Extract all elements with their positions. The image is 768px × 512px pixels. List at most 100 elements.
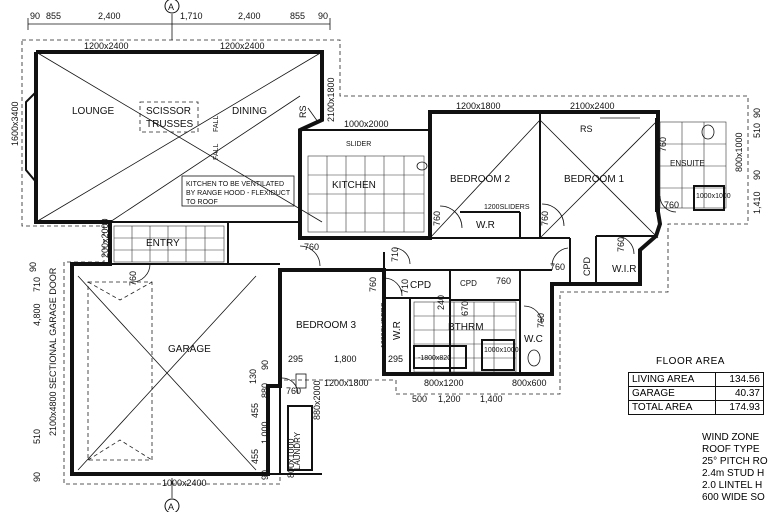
dim-295b: 295 — [388, 354, 403, 364]
dim-1800: 1,800 — [334, 354, 357, 364]
area-value: 134.56 — [715, 372, 764, 387]
bathroom-shower — [481, 339, 515, 371]
area-label: LIVING AREA — [627, 372, 717, 387]
shower-size: 1000x1000 — [484, 347, 519, 354]
room-garage: GARAGE — [168, 344, 211, 355]
floor-area-title: FLOOR AREA — [656, 356, 725, 367]
door-dim-garage: 760 — [128, 271, 138, 286]
spec-notes: WIND ZONE ROOF TYPE 25° PITCH RO 2.4m ST… — [702, 432, 768, 504]
ensuite-toilet — [701, 124, 715, 140]
rs-arrow — [307, 107, 319, 123]
window-bedroom-2: 1200x1800 — [456, 101, 501, 111]
door-dim-laundry: 760 — [286, 386, 301, 396]
dim-90-left: 90 — [28, 262, 38, 272]
table-row: GARAGE 40.37 — [627, 386, 764, 401]
door-dim-bthrm: 670 — [460, 301, 470, 316]
window-bthrm: 800x1200 — [424, 378, 464, 388]
dim-710: 710 — [32, 277, 42, 292]
room-wir: W.I.R — [612, 264, 636, 275]
room-cpd-2: CPD — [460, 279, 477, 288]
ceiling-diagonals — [35, 51, 659, 471]
fall-note-2: FALL — [213, 144, 220, 160]
door-dim-cpd: 760 — [550, 262, 565, 272]
laundry-door: 880x2000 — [312, 380, 322, 420]
dim-1400: 1,400 — [480, 394, 503, 404]
dim-880: 880 — [260, 383, 270, 398]
ensuite-shower-size: 1000x1000 — [696, 193, 731, 200]
room-dining: DINING — [232, 106, 267, 117]
dim-510-right: 510 — [752, 123, 762, 138]
spec-note: 2.4m STUD H — [702, 468, 765, 479]
area-label: TOTAL AREA — [627, 400, 717, 415]
dim-455: 455 — [250, 403, 260, 418]
dim-90-right: 90 — [752, 108, 762, 118]
garage-door-hatch — [87, 439, 153, 461]
spec-note: ROOF TYPE — [702, 444, 760, 455]
door-dim-bed3: 760 — [368, 277, 378, 292]
laundry-block — [287, 405, 313, 471]
table-row: TOTAL AREA 174.93 — [627, 400, 764, 415]
section-marker-label-bottom: A — [168, 502, 174, 512]
floor-area-table: LIVING AREA 134.56 GARAGE 40.37 TOTAL AR… — [627, 372, 764, 415]
room-laundry: LAUNDRY — [293, 431, 302, 470]
scissor-trusses-box — [139, 101, 199, 133]
slider-note: SLIDER — [346, 141, 371, 148]
spec-note: 25° PITCH RO — [702, 456, 768, 467]
door-dim-cpd-b: 710 — [400, 279, 410, 294]
dim-1000: 1,000 — [260, 421, 270, 444]
rs-note: RS — [298, 105, 308, 118]
dim-510: 510 — [32, 429, 42, 444]
window-bedroom-1: 2100x2400 — [570, 101, 615, 111]
kitchen-sink — [416, 161, 428, 171]
dim-top-2: 2,400 — [98, 11, 121, 21]
door-dim-ensuite-b: 760 — [658, 137, 668, 152]
dim-130: 130 — [248, 369, 258, 384]
kitchen-vent-line-2: BY RANGE HOOD - FLEXIDUCT — [186, 190, 291, 197]
window-kitchen: 1000x2000 — [344, 119, 389, 129]
window-entry: 200x2000 — [100, 218, 110, 258]
window-lounge: 1200x2400 — [84, 41, 129, 51]
window-garage-front: 1000x2400 — [162, 478, 207, 488]
dim-295a: 295 — [288, 354, 303, 364]
dim-top-0: 90 — [30, 11, 40, 21]
garage-door-outline — [87, 281, 153, 461]
room-bedroom-2: BEDROOM 2 — [450, 174, 510, 185]
bay-window — [25, 91, 37, 183]
dim-90: 90 — [260, 360, 270, 370]
area-value: 174.93 — [715, 400, 764, 415]
dim-90-right-2: 90 — [752, 170, 762, 180]
dim-455b: 455 — [250, 449, 260, 464]
door-dim-cpd-a: 710 — [390, 247, 400, 262]
room-ensuite: ENSUITE — [670, 159, 705, 168]
door-dim-entry: 760 — [304, 242, 319, 252]
garage-door-hatch — [87, 281, 153, 301]
sliders-note-bed3: 1200SLIDERS — [381, 302, 388, 348]
room-kitchen: KITCHEN — [332, 180, 376, 191]
dim-top-5: 855 — [290, 11, 305, 21]
dim-top-1: 855 — [46, 11, 61, 21]
window-laundry-side: 800x1000 — [286, 438, 296, 478]
room-entry: ENTRY — [146, 238, 180, 249]
door-dim-bthrm-b: 240 — [436, 295, 446, 310]
dim-top-6: 90 — [318, 11, 328, 21]
window-bedroom-3: 1200x1800 — [324, 378, 369, 388]
dim-1410: 1,410 — [752, 191, 762, 214]
section-marker-bottom: A — [164, 498, 180, 512]
spec-note: 2.0 LINTEL H — [702, 480, 763, 491]
window-wc: 800x600 — [512, 378, 547, 388]
dim-90b: 90 — [260, 470, 270, 480]
sliders-note-bed2: 1200SLIDERS — [484, 204, 530, 211]
door-swings — [131, 195, 677, 395]
room-wc: W.C — [524, 334, 543, 345]
ensuite-shower — [693, 185, 725, 211]
room-lounge: LOUNGE — [72, 106, 115, 117]
kitchen-tiles — [307, 155, 425, 233]
dim-4800: 4,800 — [32, 303, 42, 326]
dim-90c: 90 — [32, 472, 42, 482]
area-label: GARAGE — [627, 386, 717, 401]
spec-note: WIND ZONE — [702, 432, 760, 443]
bath-size: -1800x820 — [418, 355, 451, 362]
dim-500: 500 — [412, 394, 427, 404]
door-dim-wir: 760 — [616, 237, 626, 252]
room-cpd-3: CPD — [582, 256, 592, 276]
